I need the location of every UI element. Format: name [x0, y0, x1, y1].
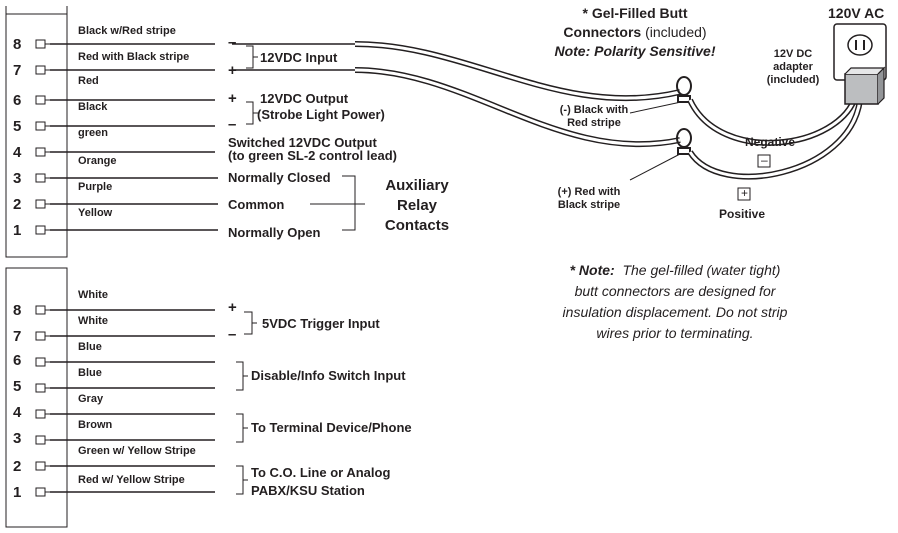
adapter-line-2: adapter — [773, 61, 813, 73]
neg-wire-line-1: (-) Black with — [559, 104, 629, 116]
pin-number: 2 — [13, 458, 22, 475]
disable-info-switch-label: Disable/Info Switch Input — [251, 368, 406, 383]
pin-number: 1 — [13, 484, 22, 501]
note-line-2: butt connectors are designed for — [574, 283, 776, 299]
switched-output-label: Switched 12VDC Output — [228, 135, 377, 150]
12vdc-input-label: 12VDC Input — [260, 50, 338, 65]
connector-1-wires — [50, 43, 218, 231]
adapter-label: 12V DC adapter (included) — [763, 48, 823, 87]
wire-label: Blue — [78, 367, 102, 379]
connector-2-housing — [5, 267, 68, 528]
pin-number: 7 — [13, 62, 22, 79]
pabx-ksu-label: PABX/KSU Station — [251, 483, 365, 498]
wire-label: Green w/ Yellow Stripe — [78, 445, 196, 457]
normally-closed-label: Normally Closed — [228, 170, 331, 185]
neg-wire-line-2: Red stripe — [567, 117, 621, 129]
plus-sign: + — [228, 62, 237, 79]
positive-wire-label: (+) Red with Black stripe — [544, 186, 634, 212]
pin-number: 6 — [13, 352, 22, 369]
adapter-line-1: 12V DC — [773, 48, 813, 60]
connector-1-pins — [35, 39, 50, 235]
minus-sign: – — [228, 326, 237, 343]
120v-ac-label: 120V AC — [828, 5, 885, 21]
pin-number: 5 — [13, 118, 22, 135]
negative-label: Negative — [745, 135, 796, 149]
wire-label: Brown — [78, 419, 113, 431]
polarity-note: Note: Polarity Sensitive! — [554, 43, 716, 59]
pin-number: 5 — [13, 378, 22, 395]
aux-line-2: Relay — [396, 197, 438, 214]
wire-label: Yellow — [78, 207, 113, 219]
normally-open-label: Normally Open — [228, 225, 321, 240]
gel-heading-line-2: Connectors (included) — [515, 23, 755, 42]
pin-number: 4 — [13, 144, 22, 161]
plus-sign: + — [228, 90, 237, 107]
strobe-power-label: (Strobe Light Power) — [257, 107, 385, 122]
pin-number: 6 — [13, 92, 22, 109]
wire-label: Red w/ Yellow Stripe — [78, 474, 185, 486]
wire-label: Gray — [78, 393, 104, 405]
connector-2-wires — [50, 309, 215, 493]
pos-wire-line-1: (+) Red with — [557, 186, 621, 198]
auxiliary-relay-contacts-label: Auxiliary Relay Contacts — [372, 176, 462, 236]
note-line-3: insulation displacement. Do not strip — [562, 304, 788, 320]
note-line-1: * Note: The gel-filled (water tight) — [510, 260, 840, 281]
gel-connectors-heading: * Gel-Filled Butt Connectors (included) … — [515, 4, 755, 61]
minus-sign: – — [228, 116, 237, 133]
wire-label: Orange — [78, 155, 117, 167]
co-line-label: To C.O. Line or Analog — [251, 465, 391, 480]
installation-note: * Note: The gel-filled (water tight) but… — [510, 260, 840, 344]
wire-label: Red — [78, 75, 99, 87]
gel-heading-line-1: * Gel-Filled Butt — [582, 5, 688, 21]
aux-line-3: Contacts — [384, 217, 450, 234]
note-prefix: * Note: — [569, 262, 615, 278]
pin-number: 3 — [13, 170, 22, 187]
wire-label: White — [78, 289, 108, 301]
note-line-4: wires prior to terminating. — [596, 325, 754, 341]
pin-number: 1 — [13, 222, 22, 239]
positive-label: Positive — [719, 207, 766, 221]
wire-label: green — [78, 127, 108, 139]
adapter-line-3: (included) — [766, 74, 820, 86]
wire-label: Black — [78, 101, 108, 113]
terminal-device-label: To Terminal Device/Phone — [251, 420, 412, 435]
wire-label: White — [78, 315, 108, 327]
pin-number: 7 — [13, 328, 22, 345]
negative-symbol: – — [761, 153, 768, 167]
connectors-text: Connectors — [563, 24, 642, 40]
wire-label: Purple — [78, 181, 113, 193]
positive-symbol: + — [741, 186, 749, 200]
connector-2-pins — [35, 305, 50, 497]
connector-1-housing — [5, 13, 68, 258]
pin-number: 4 — [13, 404, 22, 421]
wire-label: Red with Black stripe — [78, 51, 190, 63]
included-text: (included) — [645, 24, 707, 40]
pin-number: 3 — [13, 430, 22, 447]
common-label: Common — [228, 197, 285, 212]
pin-number: 8 — [13, 36, 22, 53]
wire-label: Black w/Red stripe — [78, 25, 176, 37]
aux-line-1: Auxiliary — [385, 177, 449, 194]
pin-number: 2 — [13, 196, 22, 213]
pos-wire-line-2: Black stripe — [557, 199, 621, 211]
switched-output-sub-label: (to green SL-2 control lead) — [228, 148, 398, 163]
12vdc-output-label: 12VDC Output — [260, 91, 349, 106]
plus-sign: + — [228, 299, 237, 316]
negative-wire-label: (-) Black with Red stripe — [552, 104, 636, 130]
note-text-1: The gel-filled (water tight) — [622, 262, 781, 278]
minus-sign: – — [228, 34, 237, 51]
pin-number: 8 — [13, 302, 22, 319]
wire-label: Blue — [78, 341, 102, 353]
5vdc-trigger-label: 5VDC Trigger Input — [262, 316, 380, 331]
